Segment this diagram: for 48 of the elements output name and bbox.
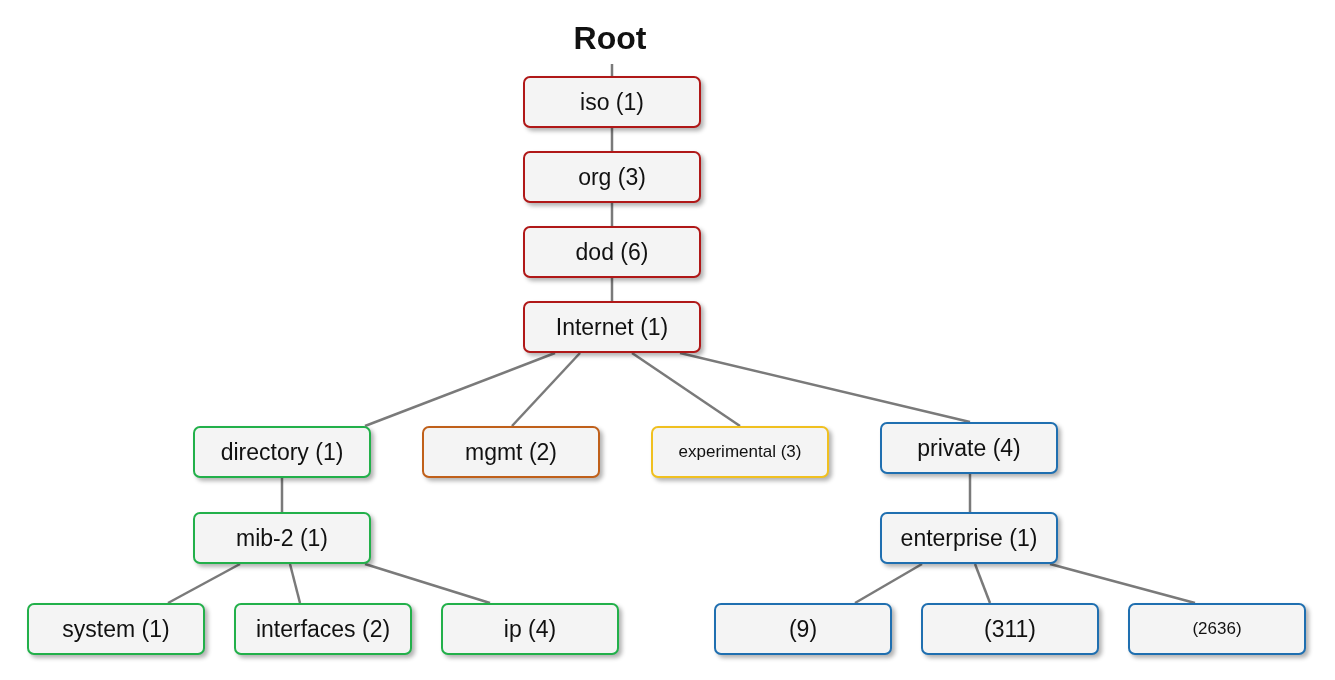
node-label: experimental (3)	[678, 442, 802, 462]
connector-line	[1049, 562, 1196, 605]
tree-node-box	[193, 426, 371, 478]
connector-line	[854, 562, 923, 605]
tree-node-box	[422, 426, 600, 478]
tree-node-box	[523, 151, 701, 203]
connector-line	[364, 562, 491, 605]
tree-node-box	[880, 422, 1058, 474]
connector-line	[610, 278, 614, 301]
tree-node-box	[1128, 603, 1306, 655]
connector-line	[511, 352, 581, 427]
node-label: org (3)	[578, 163, 646, 191]
connector-line	[610, 203, 614, 226]
node-label: dod (6)	[575, 238, 649, 266]
node-label: Internet (1)	[555, 313, 669, 341]
tree-node-box	[523, 76, 701, 128]
node-label: iso (1)	[580, 88, 644, 116]
connector-line	[968, 474, 972, 512]
tree-node-box	[921, 603, 1099, 655]
node-label: private (4)	[917, 434, 1021, 462]
connector-line	[280, 478, 284, 512]
tree-node-box	[234, 603, 412, 655]
tree-node-box	[651, 426, 829, 478]
tree-node-box	[441, 603, 619, 655]
tree-node-box	[714, 603, 892, 655]
node-label: (9)	[788, 615, 818, 643]
node-label: enterprise (1)	[900, 524, 1038, 552]
node-label: interfaces (2)	[255, 615, 391, 643]
connector-line	[167, 562, 241, 605]
node-label: system (1)	[62, 615, 170, 643]
node-label: mib-2 (1)	[236, 524, 328, 552]
node-label: (2636)	[1192, 619, 1242, 639]
connector-line	[631, 351, 741, 428]
tree-node-box	[27, 603, 205, 655]
connector-line	[679, 351, 971, 424]
node-label: mgmt (2)	[465, 438, 557, 466]
connector-line	[973, 563, 992, 604]
node-label: ip (4)	[503, 615, 557, 643]
tree-node-box	[193, 512, 371, 564]
tree-node-box	[523, 226, 701, 278]
connector-line	[364, 351, 556, 428]
root-label: Root	[573, 19, 647, 57]
connector-line	[610, 128, 614, 151]
connector-line	[288, 563, 302, 604]
node-label: (311)	[984, 615, 1036, 643]
tree-node-box	[523, 301, 701, 353]
tree-node-box	[880, 512, 1058, 564]
node-label: directory (1)	[220, 438, 344, 466]
